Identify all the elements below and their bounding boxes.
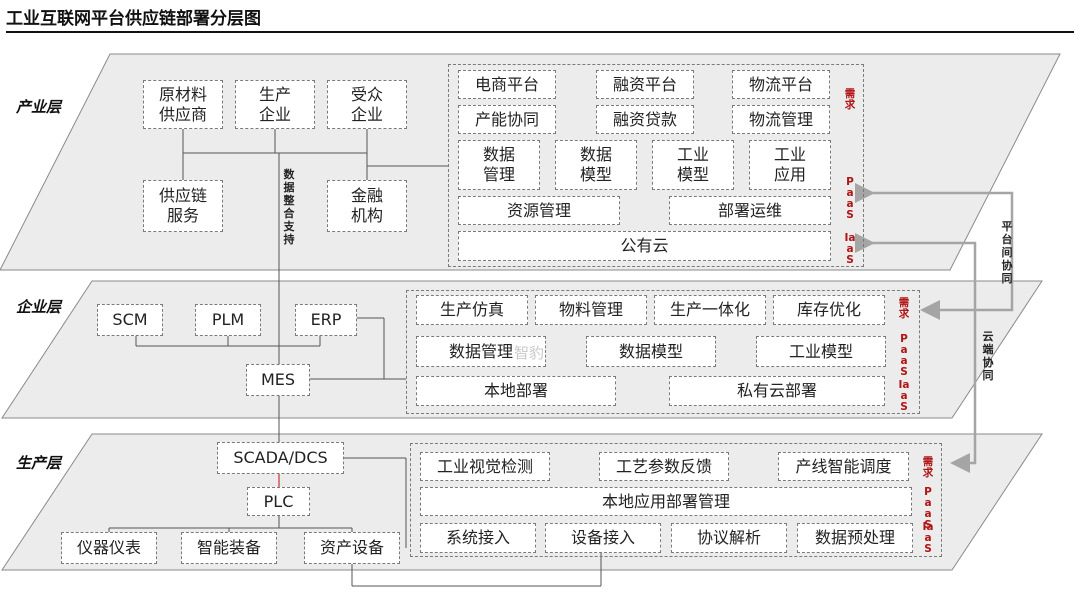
ecommerce-platform-box: 电商平台 [458, 70, 556, 99]
logistics-platform-box: 物流平台 [732, 70, 830, 99]
enterprise-data-mgmt-box: 数据管理 [416, 336, 546, 367]
capacity-coop-box: 产能协同 [458, 105, 556, 134]
raw-material-supplier-box: 原材料 供应商 [143, 80, 223, 129]
local-deploy-box: 本地部署 [416, 376, 616, 406]
line-scheduling-box: 产线智能调度 [778, 452, 909, 481]
enterprise-data-model-box: 数据模型 [586, 336, 716, 367]
data-support-note: 数据整合支持 [283, 168, 295, 246]
production-demand-tag: 需求 [922, 456, 934, 479]
data-preprocess-box: 数据预处理 [797, 523, 913, 553]
resource-mgmt-box: 资源管理 [458, 196, 620, 225]
vision-inspection-box: 工业视觉检测 [420, 452, 550, 481]
industry-iaas-tag: IaaS [844, 232, 856, 266]
financial-institution-box: 金融 机构 [327, 180, 407, 232]
production-paas-tag: PaaS [924, 486, 932, 531]
supply-chain-service-box: 供应链 服务 [143, 180, 223, 232]
deploy-ops-box: 部署运维 [669, 196, 831, 225]
title-rule [6, 31, 1074, 33]
enterprise-iaas-tag: IaaS [898, 379, 910, 413]
industry-data-model-box: 数据 模型 [555, 140, 637, 190]
industry-demand-tag: 需求 [844, 88, 856, 111]
enterprise-connectors [135, 317, 406, 380]
cloud-edge-note: 云端协同 [982, 330, 994, 382]
local-app-mgmt-box: 本地应用部署管理 [420, 487, 912, 516]
production-iaas-tag: IaaS [922, 521, 934, 555]
enterprise-platform-group [406, 290, 920, 414]
process-feedback-box: 工艺参数反馈 [599, 452, 729, 481]
plc-box: PLC [247, 487, 310, 516]
industry-data-mgmt-box: 数据 管理 [458, 140, 540, 190]
protocol-parse-box: 协议解析 [671, 523, 787, 553]
system-access-box: 系统接入 [420, 523, 536, 553]
device-access-box: 设备接入 [545, 523, 661, 553]
industry-paas-tag: PaaS [846, 176, 854, 221]
instruments-box: 仪器仪表 [61, 532, 157, 564]
financing-platform-box: 融资平台 [596, 70, 694, 99]
recipient-enterprise-box: 受众 企业 [327, 80, 407, 129]
page-title: 工业互联网平台供应链部署分层图 [6, 9, 261, 29]
scada-dcs-box: SCADA/DCS [217, 442, 344, 474]
scm-box: SCM [97, 304, 163, 336]
cross-platform-note: 平台间协同 [1001, 220, 1013, 285]
plm-box: PLM [195, 304, 261, 336]
simulation-box: 生产仿真 [416, 295, 528, 325]
collaboration-arrows [855, 183, 1014, 473]
smart-equipment-box: 智能装备 [181, 532, 277, 564]
private-cloud-box: 私有云部署 [669, 376, 885, 406]
industry-connectors [182, 129, 448, 364]
production-connectors [108, 396, 602, 587]
industry-industrial-model-box: 工业 模型 [652, 140, 734, 190]
enterprise-paas-tag: PaaS [900, 333, 908, 378]
industry-platform-group [448, 64, 864, 267]
enterprise-layer-label: 企业层 [16, 298, 62, 316]
production-layer-label: 生产层 [16, 454, 62, 472]
production-integration-box: 生产一体化 [654, 295, 766, 325]
watermark: 智豹 [514, 344, 545, 362]
financing-loan-box: 融资贷款 [596, 105, 694, 134]
asset-equipment-box: 资产设备 [304, 532, 400, 564]
industry-layer-label: 产业层 [16, 98, 62, 116]
mes-box: MES [246, 364, 310, 396]
erp-box: ERP [295, 304, 357, 336]
logistics-mgmt-box: 物流管理 [732, 105, 830, 134]
production-enterprise-box: 生产 企业 [235, 80, 315, 129]
production-platform-group [410, 443, 942, 557]
public-cloud-box: 公有云 [458, 231, 831, 261]
enterprise-demand-tag: 需求 [898, 297, 910, 320]
inventory-opt-box: 库存优化 [773, 295, 885, 325]
enterprise-industrial-model-box: 工业模型 [756, 336, 886, 367]
enterprise-material-mgmt-box: 物料管理 [535, 295, 647, 325]
industry-industrial-app-box: 工业 应用 [749, 140, 831, 190]
